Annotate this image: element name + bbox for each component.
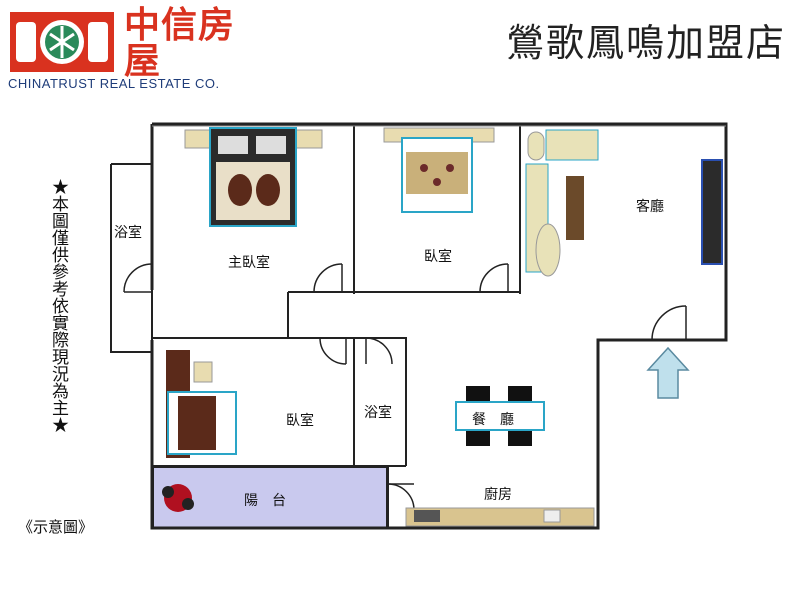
- logo-chinese-text: 中信房屋: [124, 5, 236, 82]
- kitchen-counter-icon: [405, 507, 595, 527]
- bedroom-top-bed-icon: [383, 127, 495, 213]
- room-label-bedroom-top: 臥室: [424, 249, 452, 265]
- store-name: 鶯歌鳳鳴加盟店: [505, 21, 786, 65]
- room-label-living-room: 客廳: [636, 199, 664, 215]
- entrance-arrow-icon: [646, 346, 690, 399]
- dining-table-icon: [455, 386, 545, 446]
- logo-english-text: CHINATRUST REAL ESTATE CO.: [8, 76, 220, 91]
- room-label-balcony: 陽 台: [244, 493, 286, 509]
- disclaimer-note: ★本圖僅供參考依實際現況為主★: [48, 177, 68, 433]
- room-label-kitchen: 廚房: [484, 487, 512, 503]
- living-room-furniture-icon: [525, 129, 723, 277]
- bedroom-bottom-bed-icon: [166, 350, 237, 458]
- plant-icon: [162, 484, 194, 512]
- room-label-bathroom-mid: 浴室: [364, 405, 392, 421]
- room-label-master-bedroom: 主臥室: [228, 255, 270, 271]
- room-label-bedroom-bottom: 臥室: [286, 413, 314, 429]
- master-bed-icon: [184, 127, 323, 227]
- door-swings: [123, 263, 687, 511]
- logo-emblem-icon: [10, 12, 114, 72]
- room-label-dining-room: 餐 廳: [472, 412, 514, 428]
- room-label-bathroom-left: 浴室: [114, 225, 142, 241]
- company-logo: 中信房屋 CHINATRUST REAL ESTATE CO.: [4, 4, 266, 92]
- diagram-legend: 《示意圖》: [18, 518, 94, 536]
